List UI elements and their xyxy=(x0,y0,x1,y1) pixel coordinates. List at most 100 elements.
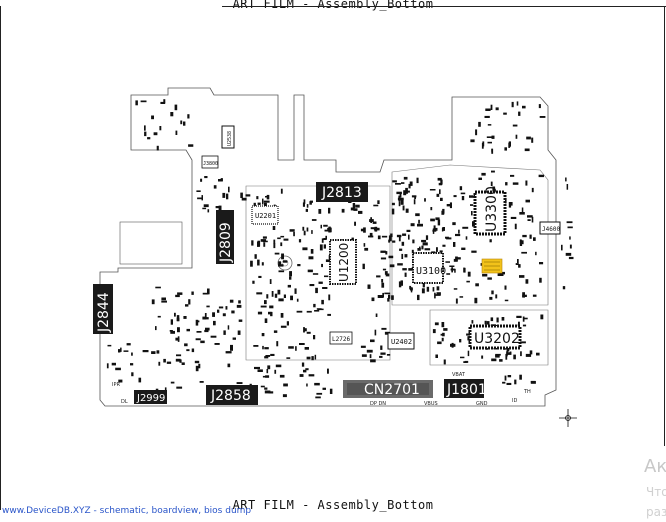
smd-component xyxy=(519,240,523,246)
smd-component xyxy=(204,176,208,179)
smd-component xyxy=(170,319,173,325)
smd-component xyxy=(181,362,185,365)
smd-component xyxy=(519,212,525,215)
smd-component xyxy=(142,350,149,353)
smd-component xyxy=(371,297,375,302)
smd-component xyxy=(266,294,269,299)
smd-component xyxy=(514,379,517,385)
smd-component xyxy=(568,256,574,260)
smd-component xyxy=(436,247,438,252)
smd-component xyxy=(391,202,395,206)
watermark-link[interactable]: www.DeviceDB.XYZ - schematic, boardview,… xyxy=(2,506,252,516)
smd-component xyxy=(118,379,123,383)
chip-l2726 xyxy=(329,331,353,345)
smd-component xyxy=(269,305,274,309)
smd-component xyxy=(516,315,522,318)
connector-j2999 xyxy=(134,390,167,404)
connector-j2844 xyxy=(93,284,113,334)
chip-u1200 xyxy=(329,239,357,285)
smd-component xyxy=(264,387,268,390)
smd-component xyxy=(294,288,297,294)
smd-component xyxy=(305,208,308,212)
smd-component xyxy=(455,256,458,262)
smd-component xyxy=(202,207,207,210)
smd-component xyxy=(295,346,297,351)
smd-component xyxy=(376,275,381,278)
smd-component xyxy=(321,263,323,268)
smd-component xyxy=(309,201,312,205)
smd-component xyxy=(390,233,393,238)
smd-component xyxy=(257,240,261,247)
smd-component xyxy=(539,262,544,265)
smd-component xyxy=(236,382,243,384)
smd-component xyxy=(490,181,493,187)
smd-component xyxy=(206,305,210,308)
smd-component xyxy=(384,331,390,335)
smd-component xyxy=(446,273,451,275)
connector-j2813 xyxy=(316,182,368,202)
smd-component xyxy=(257,259,260,266)
smd-component xyxy=(355,204,360,208)
smd-component xyxy=(453,242,456,247)
smd-component xyxy=(260,385,265,388)
smd-component xyxy=(391,295,394,300)
smd-component xyxy=(406,229,411,232)
smd-component xyxy=(510,202,513,206)
activation-overlay-line1: Ак xyxy=(644,456,666,477)
smd-component xyxy=(283,383,288,387)
smd-component xyxy=(180,120,183,125)
smd-component xyxy=(459,296,464,298)
smd-component xyxy=(491,290,494,295)
smd-component xyxy=(522,324,527,327)
smd-component xyxy=(227,325,230,330)
smd-component xyxy=(311,219,317,221)
smd-component xyxy=(437,177,442,181)
connector-j1801 xyxy=(444,379,484,398)
smd-component xyxy=(461,196,465,201)
smd-component xyxy=(515,263,519,265)
sub-outline-left xyxy=(119,221,183,265)
smd-component xyxy=(456,257,461,260)
smd-component xyxy=(382,268,387,271)
smd-component xyxy=(521,240,524,245)
smd-component xyxy=(381,327,387,330)
smd-component xyxy=(312,273,319,275)
smd-component xyxy=(527,219,531,221)
smd-component xyxy=(151,115,154,120)
smd-component xyxy=(202,292,209,295)
smd-component xyxy=(306,310,312,313)
smd-component xyxy=(475,283,479,287)
smd-component xyxy=(489,296,493,300)
smd-component xyxy=(487,141,492,144)
smd-component xyxy=(115,367,121,371)
smd-component xyxy=(370,227,377,230)
smd-component xyxy=(266,369,269,374)
smd-component xyxy=(194,360,200,364)
chip-u3202-label: U3202 xyxy=(474,331,520,347)
smd-component xyxy=(510,174,515,177)
label-vbat: VBAT xyxy=(452,372,466,378)
smd-component xyxy=(525,353,532,357)
smd-component xyxy=(257,369,263,372)
smd-component xyxy=(469,195,474,198)
smd-component xyxy=(522,234,527,238)
smd-component xyxy=(426,286,430,292)
smd-component xyxy=(461,247,466,250)
smd-component xyxy=(262,345,264,350)
smd-component xyxy=(164,387,167,392)
smd-component xyxy=(504,197,507,204)
smd-component xyxy=(566,221,573,224)
smd-component xyxy=(531,216,534,223)
smd-component xyxy=(273,239,276,244)
smd-component xyxy=(430,218,435,222)
smd-component xyxy=(274,252,280,255)
smd-component xyxy=(151,351,156,354)
smd-component xyxy=(489,239,492,243)
smd-component xyxy=(481,172,486,176)
inner-outline-3 xyxy=(429,309,549,366)
smd-component xyxy=(131,372,134,377)
smd-component xyxy=(491,170,495,173)
smd-component xyxy=(170,381,175,384)
smd-component xyxy=(264,356,269,359)
smd-component xyxy=(377,235,381,240)
